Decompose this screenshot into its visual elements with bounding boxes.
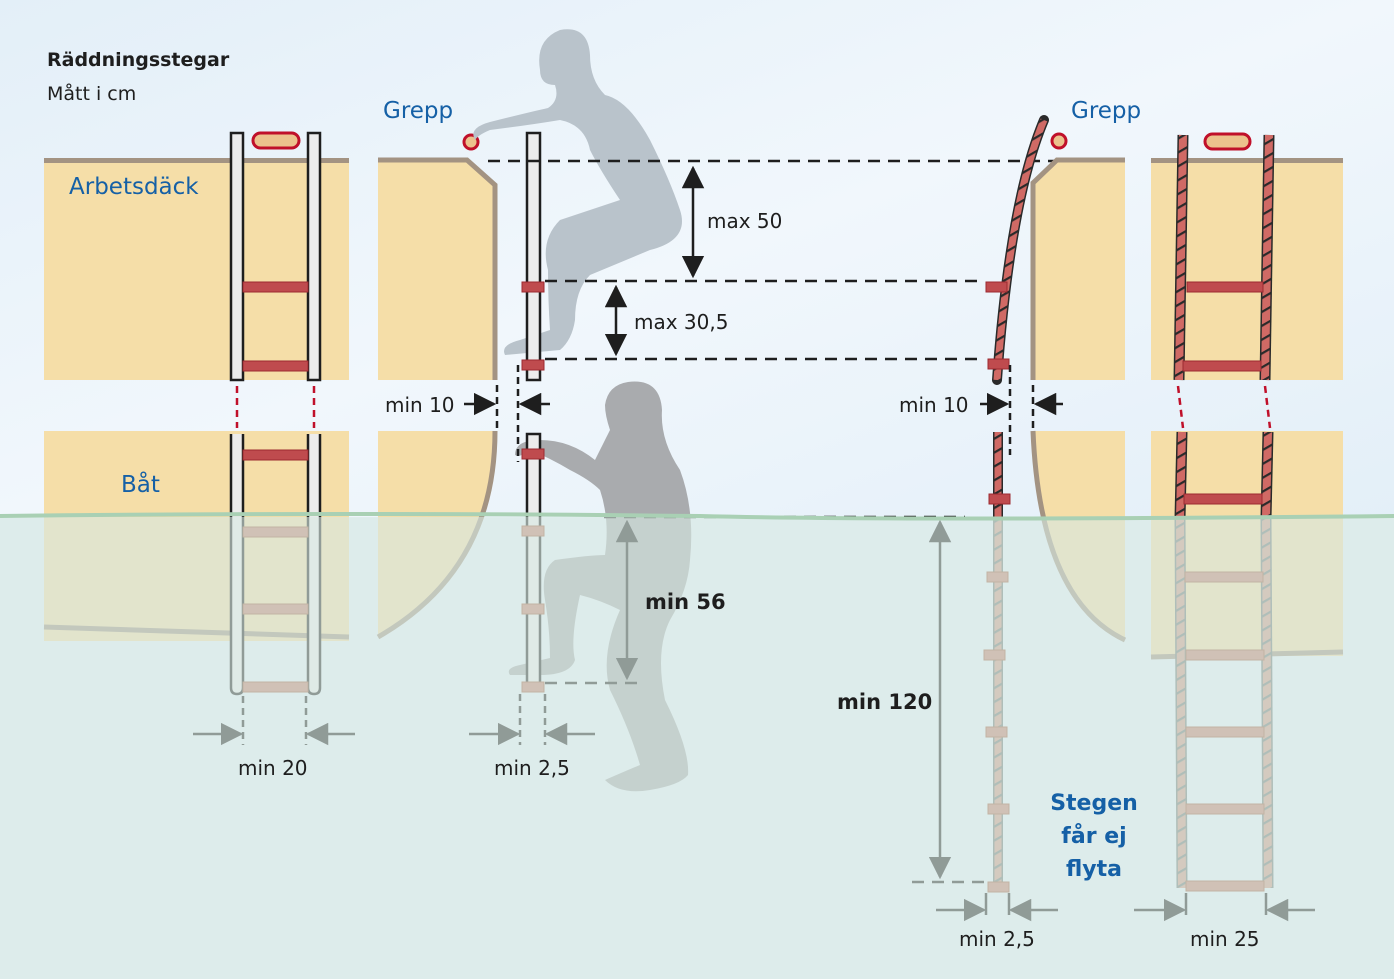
boat-label: Båt: [121, 470, 160, 498]
ladder-rung-side: [521, 448, 545, 460]
ladder-rung-side: [521, 281, 545, 293]
rope-left: [1176, 431, 1186, 519]
rope-right: [1262, 431, 1272, 519]
waterline: [0, 512, 1394, 521]
rope-side: [993, 118, 1048, 381]
no-float-line-2: får ej: [1061, 823, 1126, 849]
person-climbing-upper: [473, 29, 682, 356]
grip-circle: [1050, 132, 1068, 150]
rope-rung-side: [985, 281, 1008, 293]
dim-min-10-left: min 10: [385, 393, 455, 417]
dim-min-2-5-rope: min 2,5: [959, 927, 1035, 951]
deck-edge-right: [1151, 158, 1343, 163]
grip-label-right: Grepp: [1071, 98, 1141, 124]
ladder-rail-side: [525, 131, 542, 382]
rope-left: [1175, 134, 1187, 381]
diagram-subtitle: Mått i cm: [47, 82, 136, 105]
water: [0, 517, 1394, 979]
rope-rung-side: [987, 358, 1010, 370]
rope-rung-side: [988, 493, 1011, 505]
hull-side-right: [1033, 160, 1125, 380]
dim-min-10-right: min 10: [899, 393, 969, 417]
no-float-line-3: flyta: [1066, 857, 1122, 882]
dim-min-120: min 120: [837, 690, 932, 714]
dim-min-2-5-rigid: min 2,5: [494, 756, 570, 780]
deck-block: [44, 160, 349, 380]
grip-handle: [1203, 132, 1252, 151]
ladder-rung: [242, 360, 309, 372]
hull-edge: [378, 157, 498, 380]
hull-side: [378, 160, 495, 380]
grip-label-left: Grepp: [383, 98, 453, 124]
dim-min-56: min 56: [645, 590, 726, 614]
ladder-rail-left: [229, 131, 245, 382]
rope-rung: [1182, 360, 1262, 372]
ladder-rail-right: [306, 131, 322, 382]
dim-min-20: min 20: [238, 756, 308, 780]
deck-edge: [44, 158, 349, 163]
diagram-title: Räddningsstegar: [47, 49, 230, 71]
dim-min-25: min 25: [1190, 927, 1260, 951]
no-float-line-1: Stegen: [1050, 791, 1138, 816]
rope-right: [1261, 134, 1273, 381]
ladder-rung-side: [521, 359, 545, 371]
ladder-rung: [242, 449, 309, 461]
hull-edge-right: [1030, 157, 1125, 380]
rope-rung: [1183, 493, 1263, 505]
dim-max-30-5: max 30,5: [634, 310, 728, 334]
grip-handle: [251, 131, 301, 150]
ladder-rung: [242, 281, 309, 293]
deck-label: Arbetsdäck: [69, 174, 199, 200]
dim-max-50: max 50: [707, 209, 782, 233]
rope-rung: [1186, 281, 1264, 293]
